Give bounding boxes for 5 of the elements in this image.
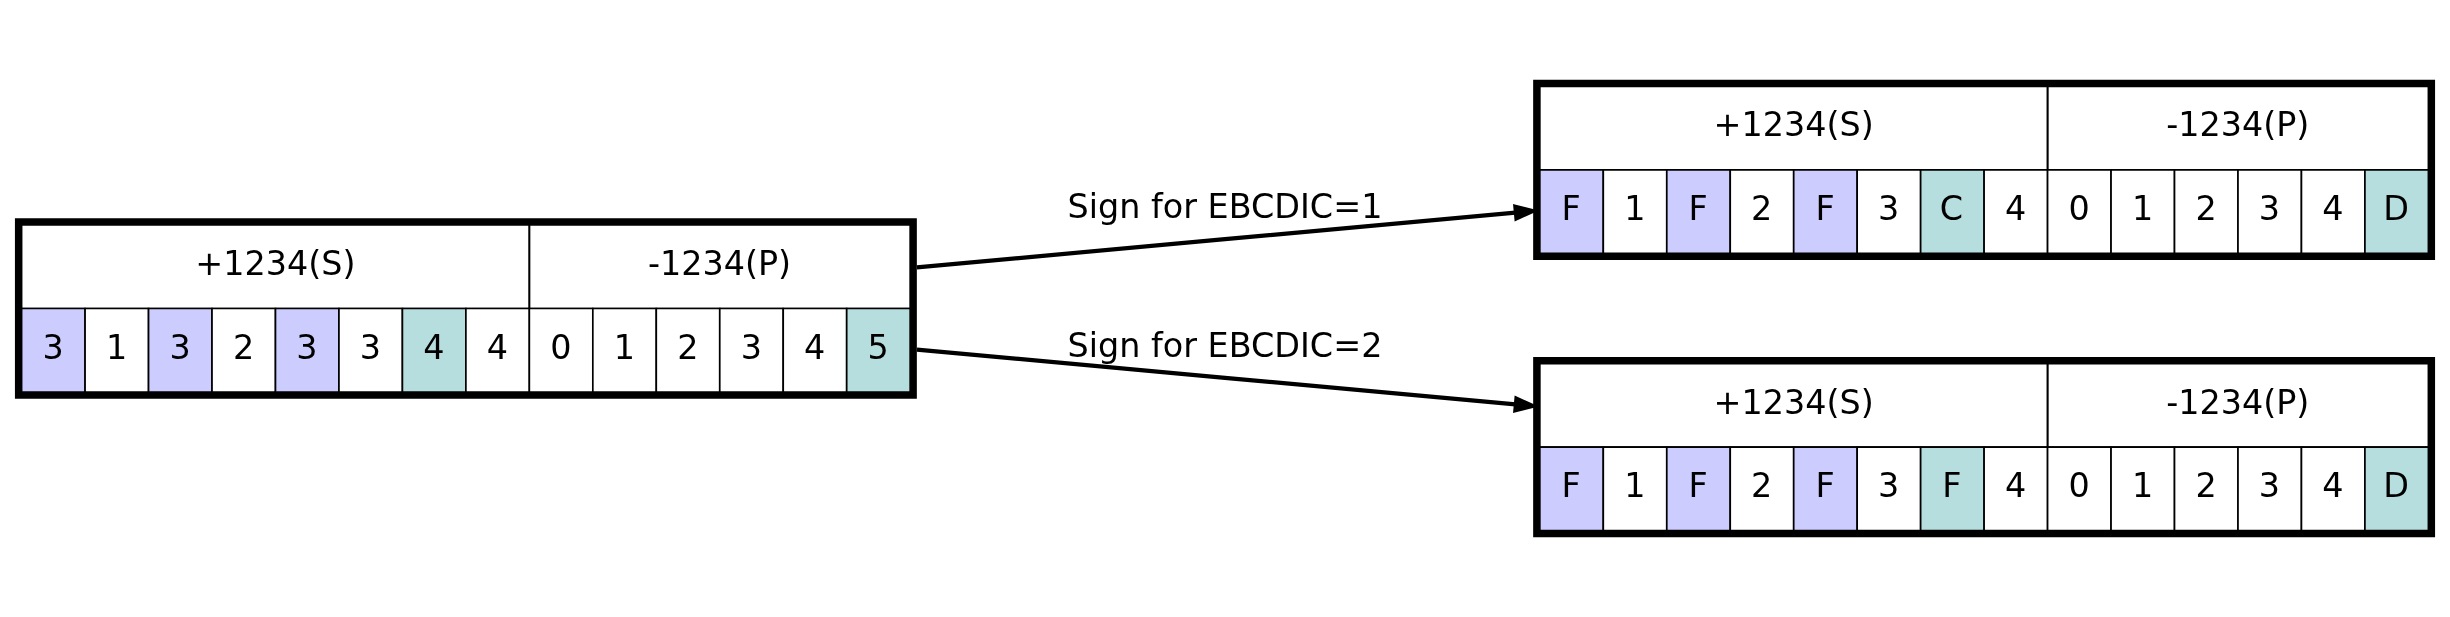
node-box: +1234(S) -1234(P) F 1 F 2 F 3 F 4 0 1 2 3 4 D	[1533, 356, 2436, 538]
edge-label: Sign for EBCDIC=2	[1067, 325, 1383, 365]
node-box: +1234(S) -1234(P) 3 1 3 2 3 3 4 4 0 1 2 3 4 5	[14, 218, 917, 399]
edge-label: Sign for EBCDIC=1	[1067, 187, 1383, 227]
node-box: +1234(S) -1234(P) F 1 F 2 F 3 C 4 0 1 2 3 4 D	[1533, 79, 2436, 261]
